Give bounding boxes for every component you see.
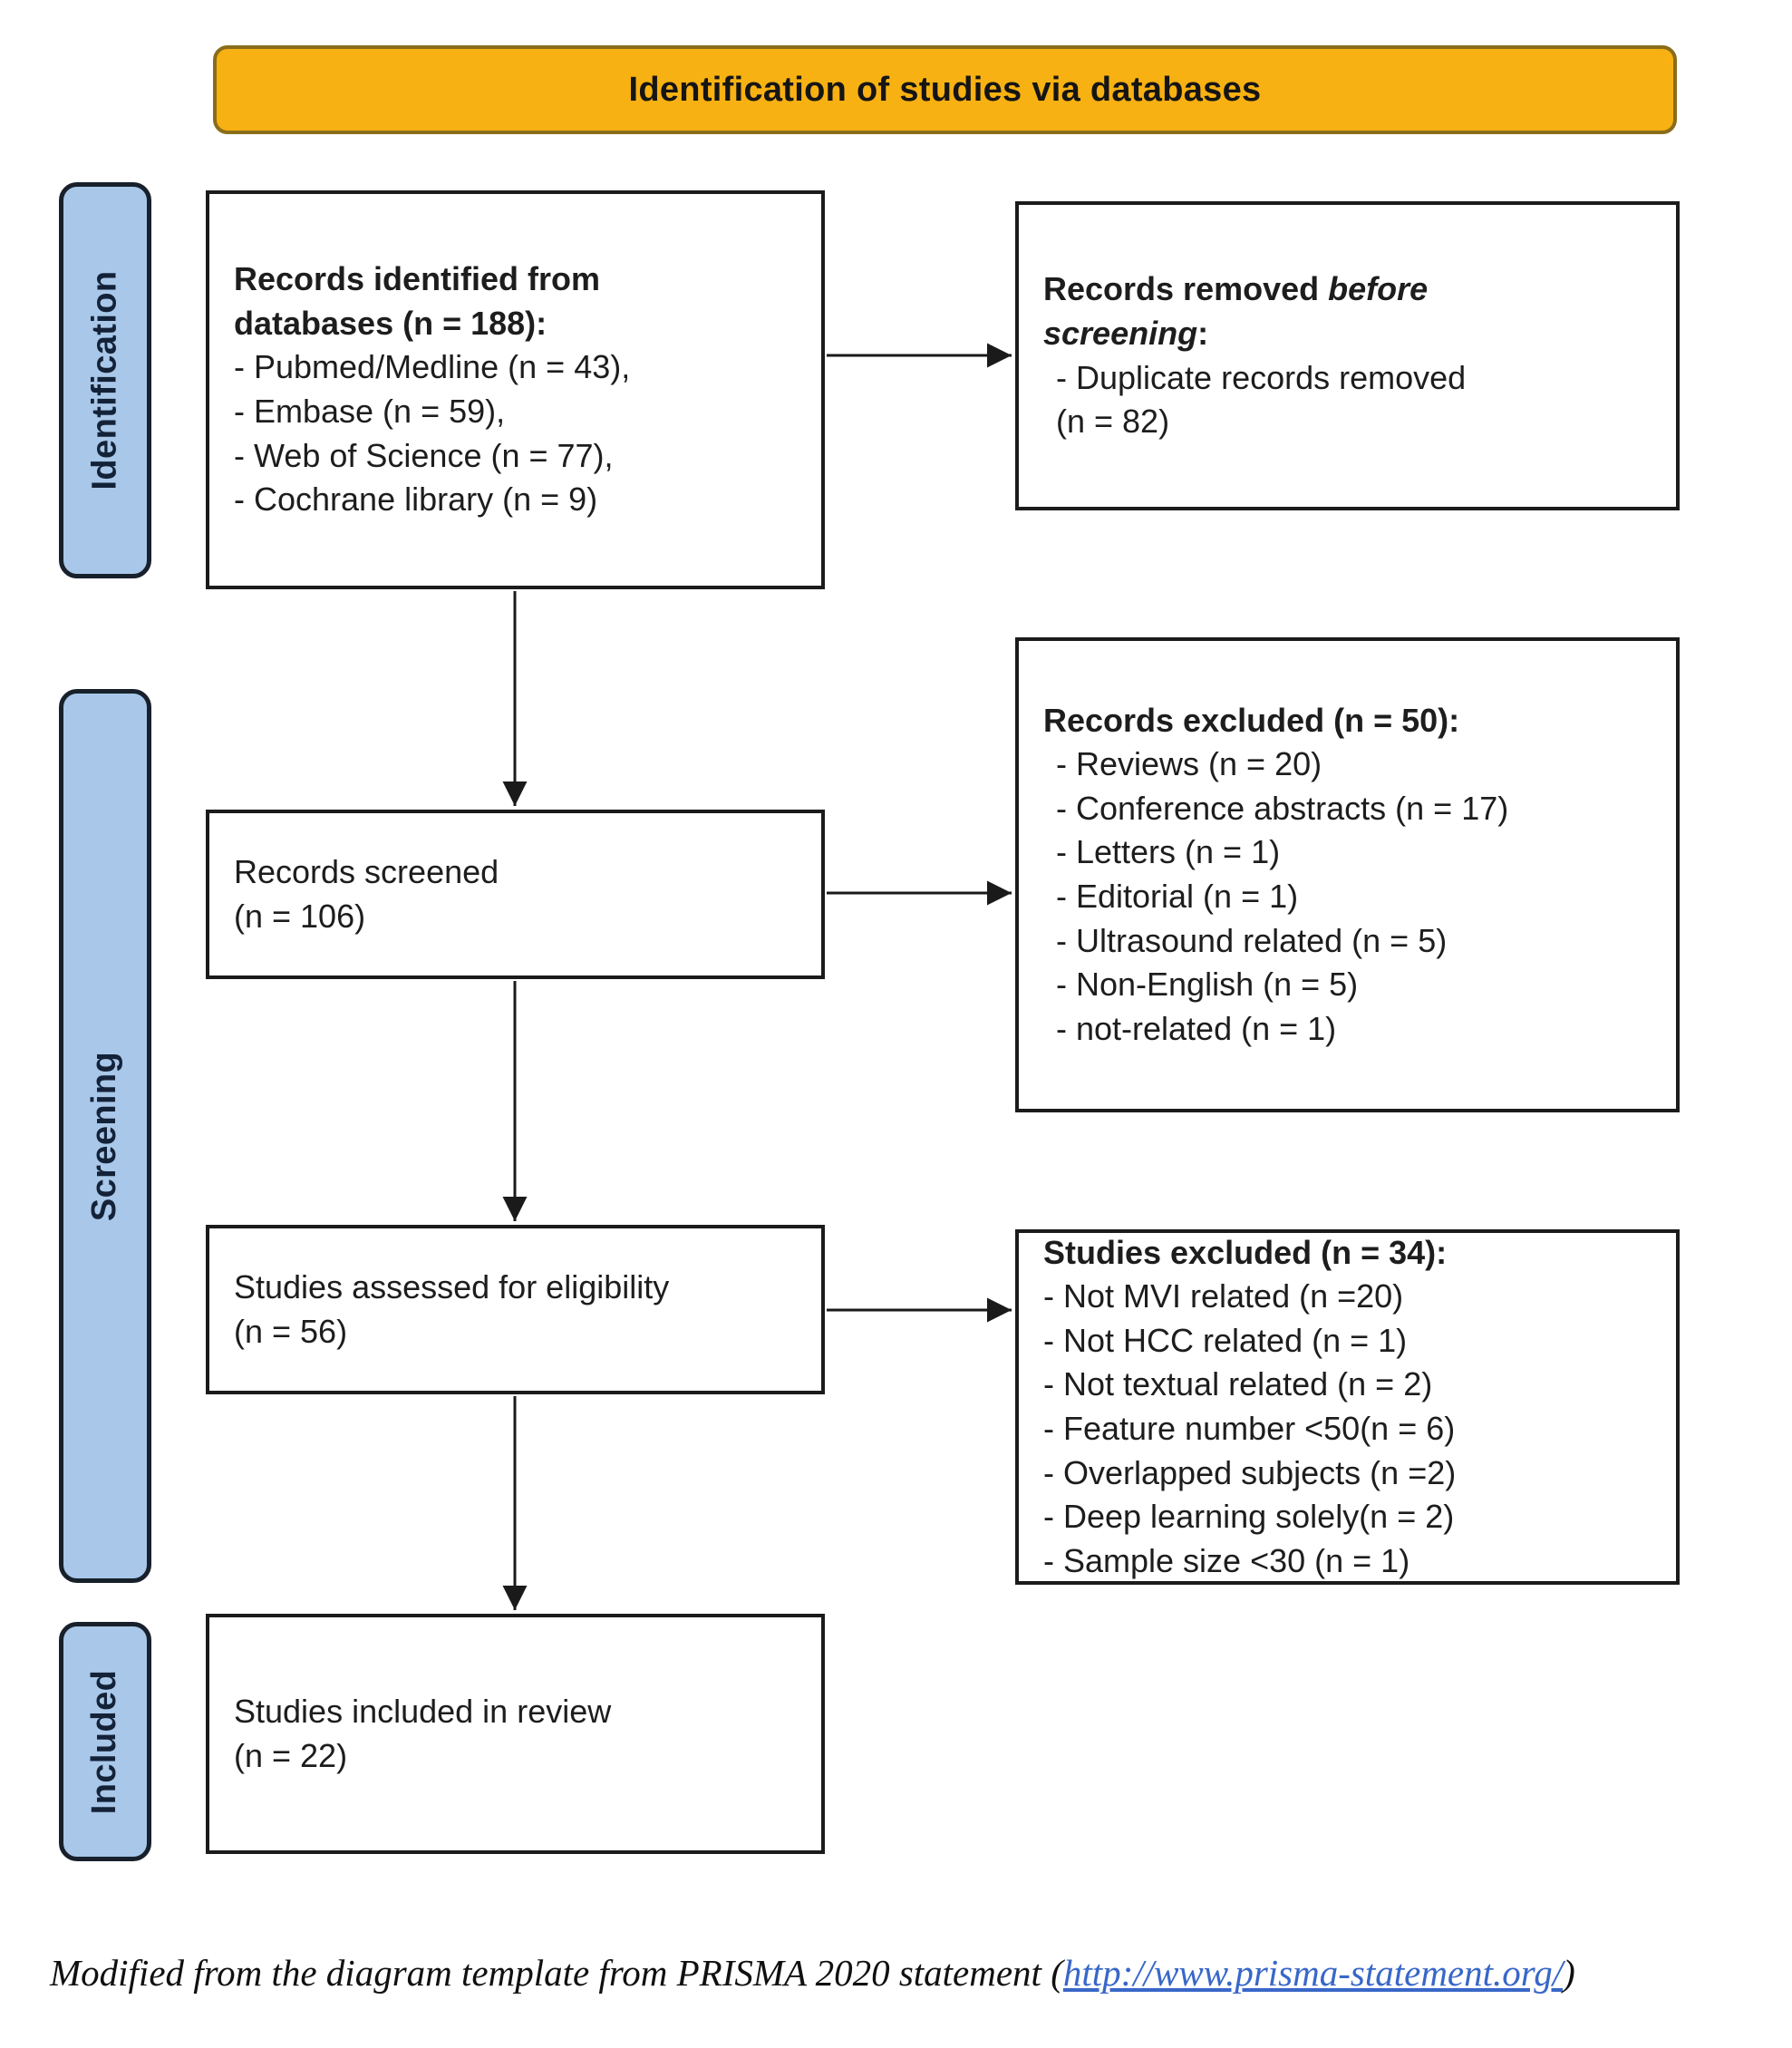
text-line: - Embase (n = 59), xyxy=(234,393,506,430)
text-line: - Not HCC related (n = 1) xyxy=(1043,1321,1408,1359)
text-line: (n = 56) xyxy=(234,1312,348,1350)
text-line: (n = 22) xyxy=(234,1736,348,1774)
text-line: - Sample size <30 (n = 1) xyxy=(1043,1541,1410,1579)
text-line: databases (n = 188): xyxy=(234,304,547,342)
box-records-screened: Records screened (n = 106) xyxy=(206,810,825,979)
banner-title: Identification of studies via databases xyxy=(628,70,1262,109)
text-line: Records identified from xyxy=(234,260,601,298)
text-line: Records removed before screening: xyxy=(1043,267,1587,355)
heading-text: Records removed xyxy=(1043,270,1329,308)
heading-text-italic: before screening xyxy=(1043,270,1429,352)
text-line: - Editorial (n = 1) xyxy=(1056,878,1299,915)
banner: Identification of studies via databases xyxy=(213,45,1677,134)
text-line: - Non-English (n = 5) xyxy=(1056,966,1359,1004)
text-line: (n = 106) xyxy=(234,897,366,935)
box-studies-included: Studies included in review (n = 22) xyxy=(206,1614,825,1854)
footer-text: ) xyxy=(1563,1952,1575,1994)
prisma-statement-link[interactable]: http://www.prisma-statement.org/ xyxy=(1062,1952,1564,1994)
stage-label-screening: Screening xyxy=(59,689,151,1583)
text-line: - Cochrane library (n = 9) xyxy=(234,480,598,519)
box-records-identified: Records identified from databases (n = 1… xyxy=(206,190,825,589)
stage-label-text: Included xyxy=(85,1669,124,1814)
text-line: Records screened xyxy=(234,852,499,890)
box-records-excluded: Records excluded (n = 50): - Reviews (n … xyxy=(1015,637,1680,1112)
text-line: Studies included in review xyxy=(234,1692,612,1730)
text-line: - Web of Science (n = 77), xyxy=(234,436,614,474)
text-line: Studies assessed for eligibility xyxy=(234,1267,670,1305)
stage-label-text: Identification xyxy=(85,270,124,490)
text-line: Studies excluded (n = 34): xyxy=(1043,1233,1448,1271)
text-line: - Letters (n = 1) xyxy=(1056,833,1281,871)
text-line: - Conference abstracts (n = 17) xyxy=(1056,789,1509,827)
text-line: - Pubmed/Medline (n = 43), xyxy=(234,348,631,386)
stage-label-identification: Identification xyxy=(59,182,151,578)
text-line: - Deep learning solely(n = 2) xyxy=(1043,1498,1455,1536)
text-line: (n = 82) xyxy=(1056,403,1170,441)
text-line: - Reviews (n = 20) xyxy=(1056,745,1322,783)
text-line: - Feature number <50(n = 6) xyxy=(1043,1410,1456,1447)
box-studies-assessed: Studies assessed for eligibility (n = 56… xyxy=(206,1225,825,1394)
footer-text: Modified from the diagram template from … xyxy=(50,1952,1063,1994)
text-line: Records excluded (n = 50): xyxy=(1043,701,1460,739)
stage-label-text: Screening xyxy=(85,1051,124,1221)
text-line: - Not MVI related (n =20) xyxy=(1043,1277,1404,1315)
text-line: - not-related (n = 1) xyxy=(1056,1009,1337,1047)
heading-text: : xyxy=(1197,314,1209,352)
box-records-removed: Records removed before screening: - Dupl… xyxy=(1015,201,1680,510)
text-line: - Not textual related (n = 2) xyxy=(1043,1365,1433,1403)
box-studies-excluded: Studies excluded (n = 34): - Not MVI rel… xyxy=(1015,1229,1680,1585)
footer-note: Modified from the diagram template from … xyxy=(50,1951,1763,1995)
text-line: - Ultrasound related (n = 5) xyxy=(1056,921,1448,959)
text-line: - Overlapped subjects (n =2) xyxy=(1043,1453,1457,1491)
stage-label-included: Included xyxy=(59,1622,151,1861)
text-line: - Duplicate records removed xyxy=(1056,358,1467,396)
